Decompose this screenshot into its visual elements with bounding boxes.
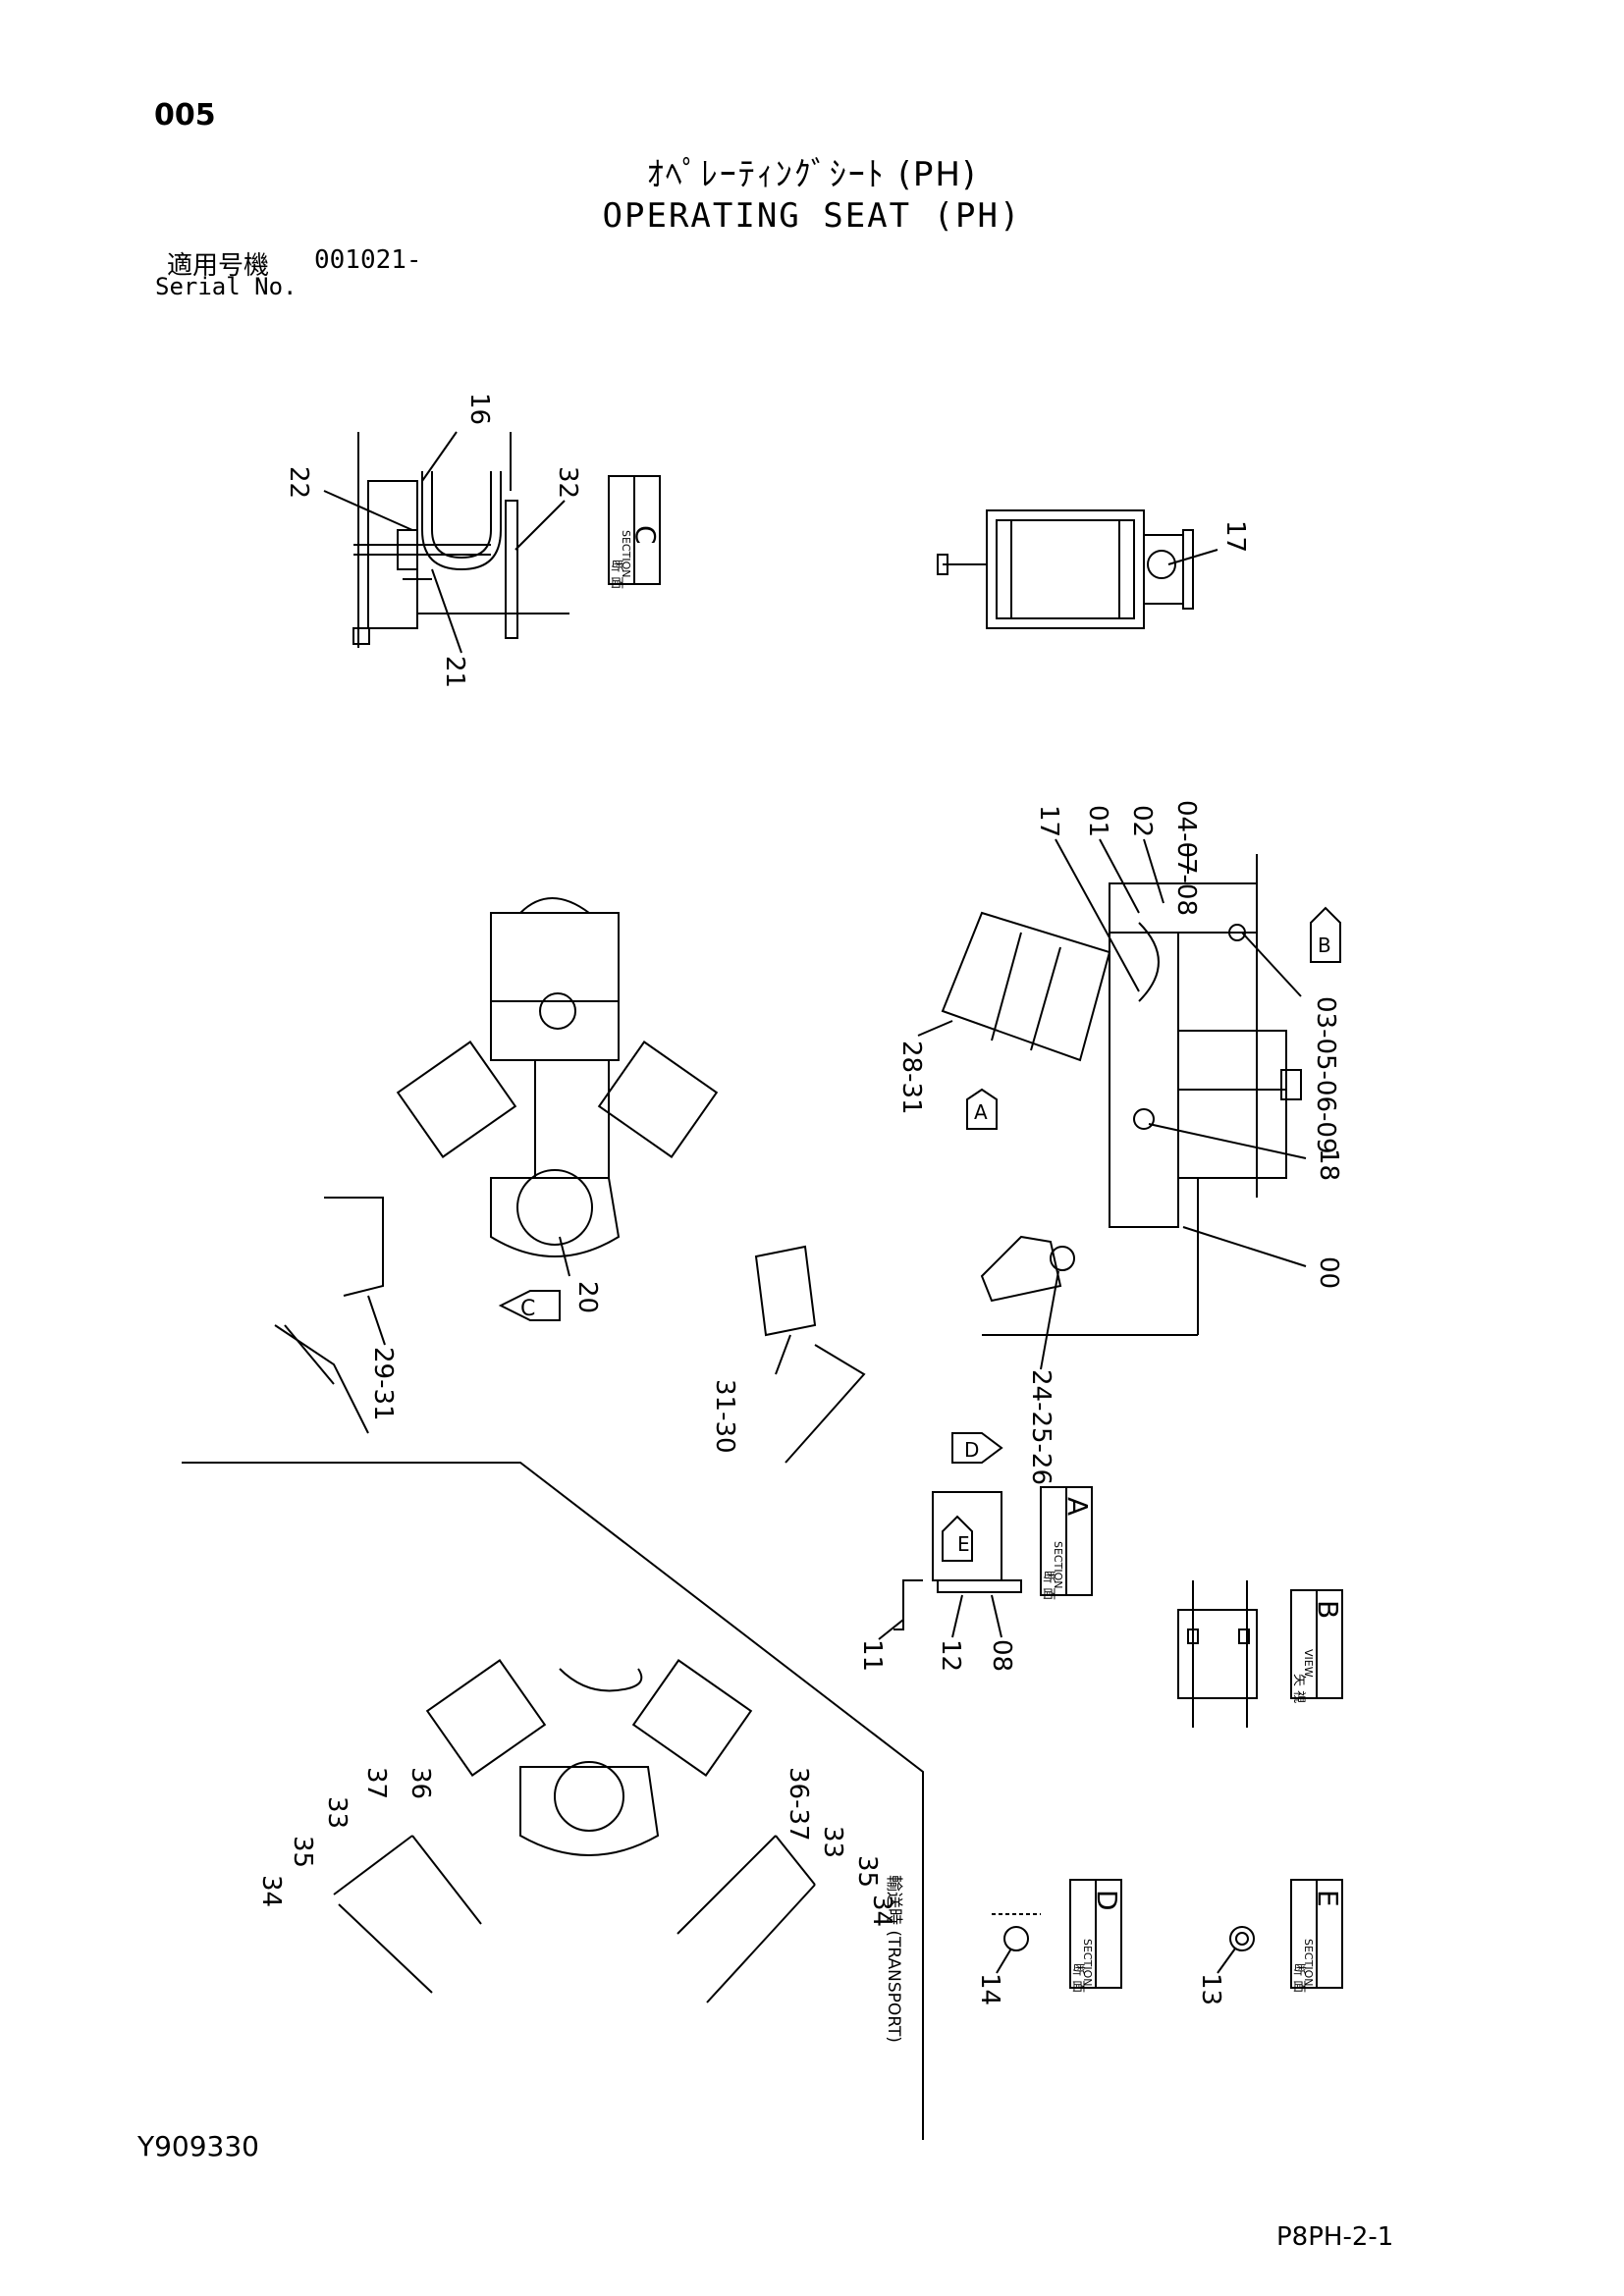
svg-text:C: C [520, 1297, 535, 1321]
section-a-view [893, 1491, 1022, 1630]
serial-value: 001021- [314, 245, 422, 275]
callout-01: 01 [1083, 805, 1112, 837]
svg-text:断 面: 断 面 [609, 560, 623, 589]
section-box-e: E 断 面 SECTION [1290, 1879, 1344, 1993]
title-english: OPERATING SEAT (PH) [602, 196, 1022, 236]
view-b [1177, 1580, 1258, 1728]
svg-text:D: D [964, 1438, 979, 1462]
callout-33-left: 33 [322, 1796, 352, 1829]
callout-14: 14 [975, 1973, 1004, 2005]
svg-text:断 面: 断 面 [1291, 1963, 1306, 1993]
callout-17-top: 17 [1220, 520, 1250, 553]
callout-34-right: 34 [867, 1895, 896, 1927]
seat-plan-view [274, 897, 866, 1464]
sheet-id: P8PH-2-1 [1276, 2222, 1394, 2252]
callout-08: 08 [987, 1639, 1016, 1672]
callout-21: 21 [440, 656, 469, 688]
view-arrow-e: E [957, 1532, 970, 1556]
transport-view [182, 1462, 924, 2140]
svg-text:断 面: 断 面 [1070, 1963, 1085, 1993]
callout-35-right: 35 [852, 1855, 882, 1888]
section-e-view [1229, 1926, 1255, 1951]
callout-18: 18 [1314, 1148, 1343, 1181]
svg-text:B: B [1318, 934, 1331, 957]
callout-24-25-26: 24-25-26 [1026, 1369, 1056, 1485]
svg-text:断 面: 断 面 [1041, 1571, 1056, 1600]
callout-29-31: 29-31 [368, 1347, 398, 1421]
seat-top-view [937, 509, 1194, 629]
drawing-id: Y909330 [137, 2130, 259, 2163]
callout-12: 12 [936, 1639, 965, 1672]
svg-text:D: D [1091, 1890, 1123, 1911]
svg-text:SECTION: SECTION [1052, 1541, 1064, 1588]
svg-text:A: A [1061, 1497, 1094, 1516]
callout-20: 20 [572, 1281, 602, 1313]
callout-02: 02 [1127, 805, 1157, 837]
callout-13: 13 [1196, 1973, 1225, 2005]
svg-text:SECTION: SECTION [1081, 1939, 1094, 1986]
svg-text:C: C [629, 525, 662, 545]
section-box-b: B 矢 視 VIEW [1290, 1589, 1344, 1703]
callout-33-right: 33 [818, 1826, 847, 1858]
svg-text:SECTION: SECTION [1302, 1939, 1315, 1986]
page-number: 005 [154, 98, 216, 133]
svg-text:A: A [974, 1100, 988, 1124]
callout-22: 22 [284, 466, 313, 499]
callout-03-05-06-09: 03-05-06-09 [1311, 996, 1340, 1153]
section-box-d: D 断 面 SECTION [1069, 1879, 1123, 1993]
svg-text:B: B [1312, 1600, 1344, 1619]
callout-31-30: 31-30 [710, 1379, 739, 1454]
serial-label-english: Serial No. [155, 273, 298, 300]
section-d-view [992, 1913, 1041, 1951]
callout-17-side: 17 [1034, 805, 1063, 837]
svg-text:E: E [1312, 1890, 1344, 1907]
callout-36-left: 36 [406, 1767, 435, 1799]
svg-text:SECTION: SECTION [620, 530, 632, 577]
callout-28-31: 28-31 [896, 1041, 926, 1115]
transport-label: 輸送時 (TRANSPORT) [884, 1875, 903, 2043]
callout-35-left: 35 [288, 1836, 317, 1868]
callout-16: 16 [464, 393, 494, 425]
section-box-c: C 断 面 SECTION [608, 475, 662, 589]
callout-36-37-right: 36-37 [784, 1767, 813, 1842]
view-arrow-d: D [951, 1432, 1003, 1464]
callout-04-07-08: 04-07-08 [1171, 800, 1201, 916]
title-japanese: ｵﾍﾟﾚｰﾃｨﾝｸﾞｼｰﾄ (PH) [646, 155, 978, 194]
callout-32: 32 [553, 466, 582, 499]
section-box-a: A 断 面 SECTION [1040, 1486, 1094, 1600]
section-c-view [352, 432, 569, 648]
seat-side-view [941, 854, 1302, 1336]
callout-00: 00 [1314, 1256, 1343, 1289]
callout-11: 11 [857, 1639, 887, 1672]
view-arrow-a: A [966, 1088, 998, 1130]
serial-label-japanese: 適用号機 [167, 251, 270, 281]
view-arrow-c: C [498, 1290, 561, 1321]
svg-text:VIEW: VIEW [1302, 1649, 1315, 1678]
svg-text:矢 視: 矢 視 [1291, 1674, 1306, 1703]
callout-37-left: 37 [361, 1767, 391, 1799]
view-arrow-b: B [1310, 906, 1341, 963]
callout-34-left: 34 [256, 1875, 286, 1907]
